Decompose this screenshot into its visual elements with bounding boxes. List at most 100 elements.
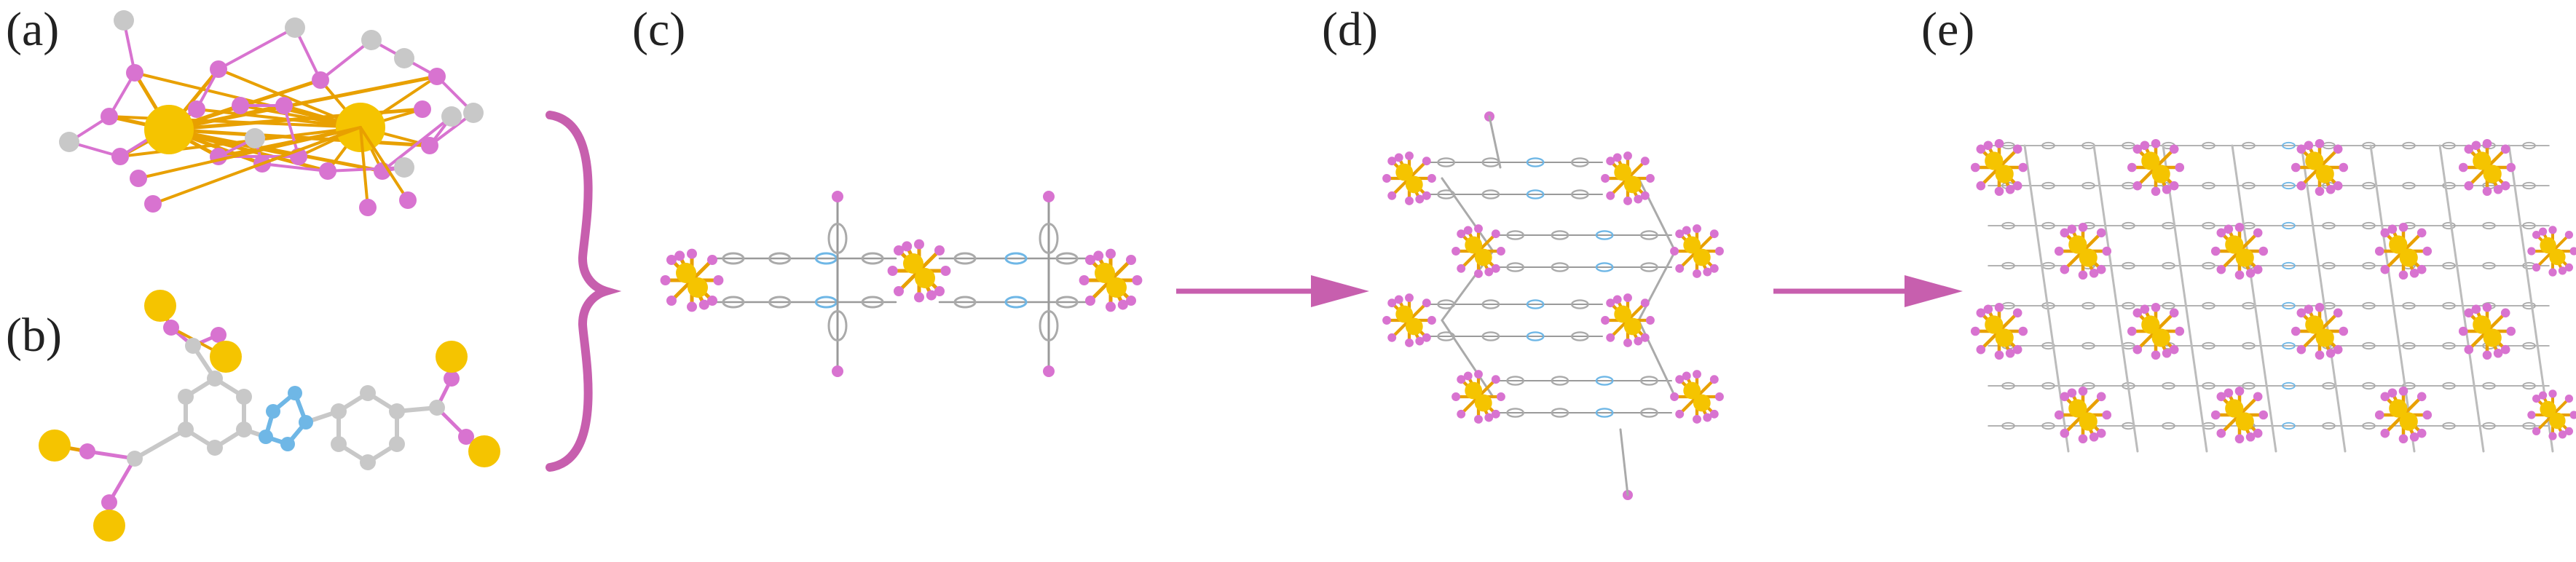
ring xyxy=(2041,422,2055,430)
oxygen-atom xyxy=(2169,181,2179,191)
bond xyxy=(1619,428,1629,496)
carbon-atom xyxy=(178,422,194,438)
ring xyxy=(2202,341,2215,350)
oxygen-atom xyxy=(1606,157,1615,166)
bond xyxy=(2231,144,2277,453)
metal-atom xyxy=(915,268,935,288)
ring xyxy=(1639,376,1658,386)
oxygen-atom xyxy=(2253,392,2263,402)
metal-atom xyxy=(2473,315,2492,334)
metal-atom xyxy=(1405,317,1423,336)
ring xyxy=(2282,422,2296,430)
oxygen-atom xyxy=(2210,246,2221,256)
oxygen-atom xyxy=(1093,250,1104,261)
oxygen-atom xyxy=(1394,153,1403,162)
bond xyxy=(167,127,432,148)
bond xyxy=(326,166,406,173)
ring xyxy=(1039,223,1059,254)
metal-atom xyxy=(2399,412,2418,431)
oxygen-atom xyxy=(1484,267,1494,277)
bond xyxy=(261,162,329,173)
oxygen-atom xyxy=(2482,138,2492,149)
nitrogen-atom xyxy=(299,415,313,430)
ring xyxy=(1004,252,1028,265)
oxygen-atom xyxy=(2245,268,2256,278)
oxygen-atom xyxy=(2162,184,2172,194)
oxygen-atom xyxy=(2398,270,2408,280)
oxygen-atom xyxy=(1601,316,1610,325)
oxygen-atom xyxy=(1394,295,1403,304)
ring xyxy=(2282,141,2296,150)
ring xyxy=(2242,381,2256,390)
ring xyxy=(1526,157,1545,167)
bond xyxy=(133,427,188,461)
carbon-atom xyxy=(389,436,405,452)
oxygen-atom xyxy=(1714,247,1724,256)
ring xyxy=(768,296,792,309)
oxygen-atom xyxy=(1675,264,1685,273)
ring xyxy=(2402,341,2416,350)
carbon-atom xyxy=(178,389,194,405)
bond xyxy=(137,126,362,180)
ring xyxy=(2001,221,2015,230)
oxygen-atom xyxy=(2132,181,2143,191)
ring xyxy=(814,296,838,309)
ring xyxy=(2202,141,2215,150)
ring xyxy=(1551,262,1569,272)
metal-atom xyxy=(1474,394,1492,412)
ring xyxy=(722,252,745,265)
oxygen-atom xyxy=(2012,144,2022,154)
oxygen-atom xyxy=(399,191,417,209)
metal-atom xyxy=(1683,236,1701,254)
oxygen-atom xyxy=(1427,174,1436,183)
bond xyxy=(133,71,362,129)
carbon-atom xyxy=(114,10,134,31)
carbon-atom xyxy=(127,451,143,467)
oxygen-atom xyxy=(1043,191,1055,202)
oxygen-atom xyxy=(707,296,717,306)
bond xyxy=(2023,144,2070,453)
oxygen-atom xyxy=(2532,395,2541,403)
ring xyxy=(2482,221,2496,230)
ring xyxy=(722,296,745,309)
oxygen-atom xyxy=(2333,344,2343,355)
ring xyxy=(1481,331,1500,341)
oxygen-atom xyxy=(2380,228,2390,238)
metal-atom xyxy=(2389,399,2408,418)
oxygen-atom xyxy=(2339,162,2349,173)
oxygen-atom xyxy=(2325,348,2336,358)
oxygen-atom xyxy=(2380,264,2390,274)
oxygen-atom xyxy=(2548,389,2557,398)
oxygen-atom xyxy=(1387,333,1397,342)
oxygen-atom xyxy=(210,327,227,343)
oxygen-atom xyxy=(2564,263,2573,272)
oxygen-atom xyxy=(832,365,843,377)
oxygen-atom xyxy=(2417,264,2427,274)
ring xyxy=(2001,422,2015,430)
ring xyxy=(2162,261,2175,270)
carbon-atom xyxy=(236,389,252,405)
metal-atom xyxy=(2068,235,2087,254)
metal-atom xyxy=(1465,236,1483,254)
metal-atom xyxy=(2225,399,2244,418)
oxygen-atom xyxy=(2548,226,2557,234)
carbon-atom xyxy=(394,48,414,68)
oxygen-atom xyxy=(2089,432,2099,442)
oxygen-atom xyxy=(1422,157,1431,166)
oxygen-atom xyxy=(1623,293,1632,303)
bond xyxy=(167,127,385,173)
oxygen-atom xyxy=(1709,409,1719,419)
bond xyxy=(1637,177,1677,253)
oxygen-atom xyxy=(421,137,438,154)
ring xyxy=(768,252,792,265)
oxygen-atom xyxy=(1994,350,2004,360)
oxygen-atom xyxy=(2234,270,2245,280)
ligand-diagram xyxy=(39,290,500,542)
oxygen-atom xyxy=(275,97,293,114)
ring xyxy=(2442,381,2456,390)
oxygen-atom xyxy=(902,241,913,252)
metal-atom xyxy=(1395,163,1414,181)
oxygen-atom xyxy=(232,97,249,114)
ring xyxy=(1595,230,1614,240)
